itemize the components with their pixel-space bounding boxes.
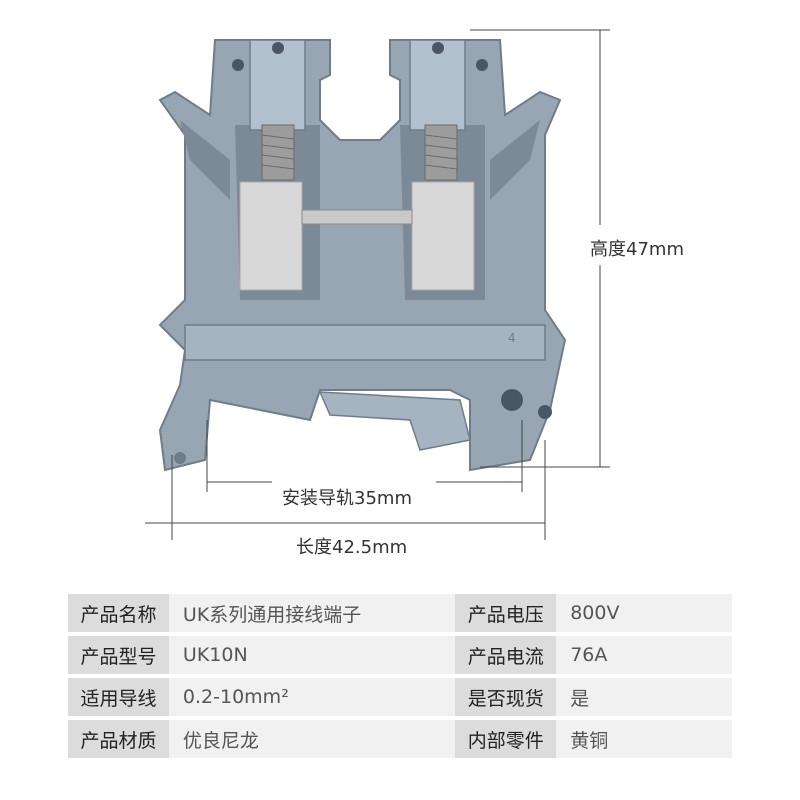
spec-label: 是否现货 xyxy=(455,678,557,716)
spec-value: 76A xyxy=(556,636,732,674)
part-marking: 4 xyxy=(508,331,516,345)
terminal-block-housing xyxy=(158,39,567,472)
spec-value: 0.2-10mm² xyxy=(168,678,456,716)
spec-value: 黄铜 xyxy=(556,720,732,758)
spec-value: 优良尼龙 xyxy=(168,720,456,758)
spec-label: 内部零件 xyxy=(455,720,557,758)
screw-left xyxy=(261,124,295,181)
terminal-block-diagram: 4 xyxy=(145,29,610,540)
spec-value: UK系列通用接线端子 xyxy=(168,594,456,632)
spec-value: 是 xyxy=(556,678,732,716)
rail-width-label: 安装导轨35mm xyxy=(282,488,412,509)
spec-label: 适用导线 xyxy=(68,678,169,716)
spec-label: 产品型号 xyxy=(68,636,169,674)
clamp-right xyxy=(411,181,475,291)
spec-label: 产品电流 xyxy=(455,636,557,674)
length-label: 长度42.5mm xyxy=(296,537,408,558)
spec-row: 产品材质优良尼龙内部零件黄铜 xyxy=(68,720,732,758)
spec-label: 产品材质 xyxy=(68,720,169,758)
height-label: 高度47mm xyxy=(590,239,684,260)
spec-value: 800V xyxy=(556,594,732,632)
busbar xyxy=(301,209,413,225)
spec-value: UK10N xyxy=(168,636,456,674)
clamp-left xyxy=(239,181,303,291)
spec-label: 产品名称 xyxy=(68,594,169,632)
screw-right xyxy=(424,124,458,181)
rail-dimension xyxy=(206,420,523,492)
spec-label: 产品电压 xyxy=(455,594,557,632)
length-dimension xyxy=(145,440,546,540)
